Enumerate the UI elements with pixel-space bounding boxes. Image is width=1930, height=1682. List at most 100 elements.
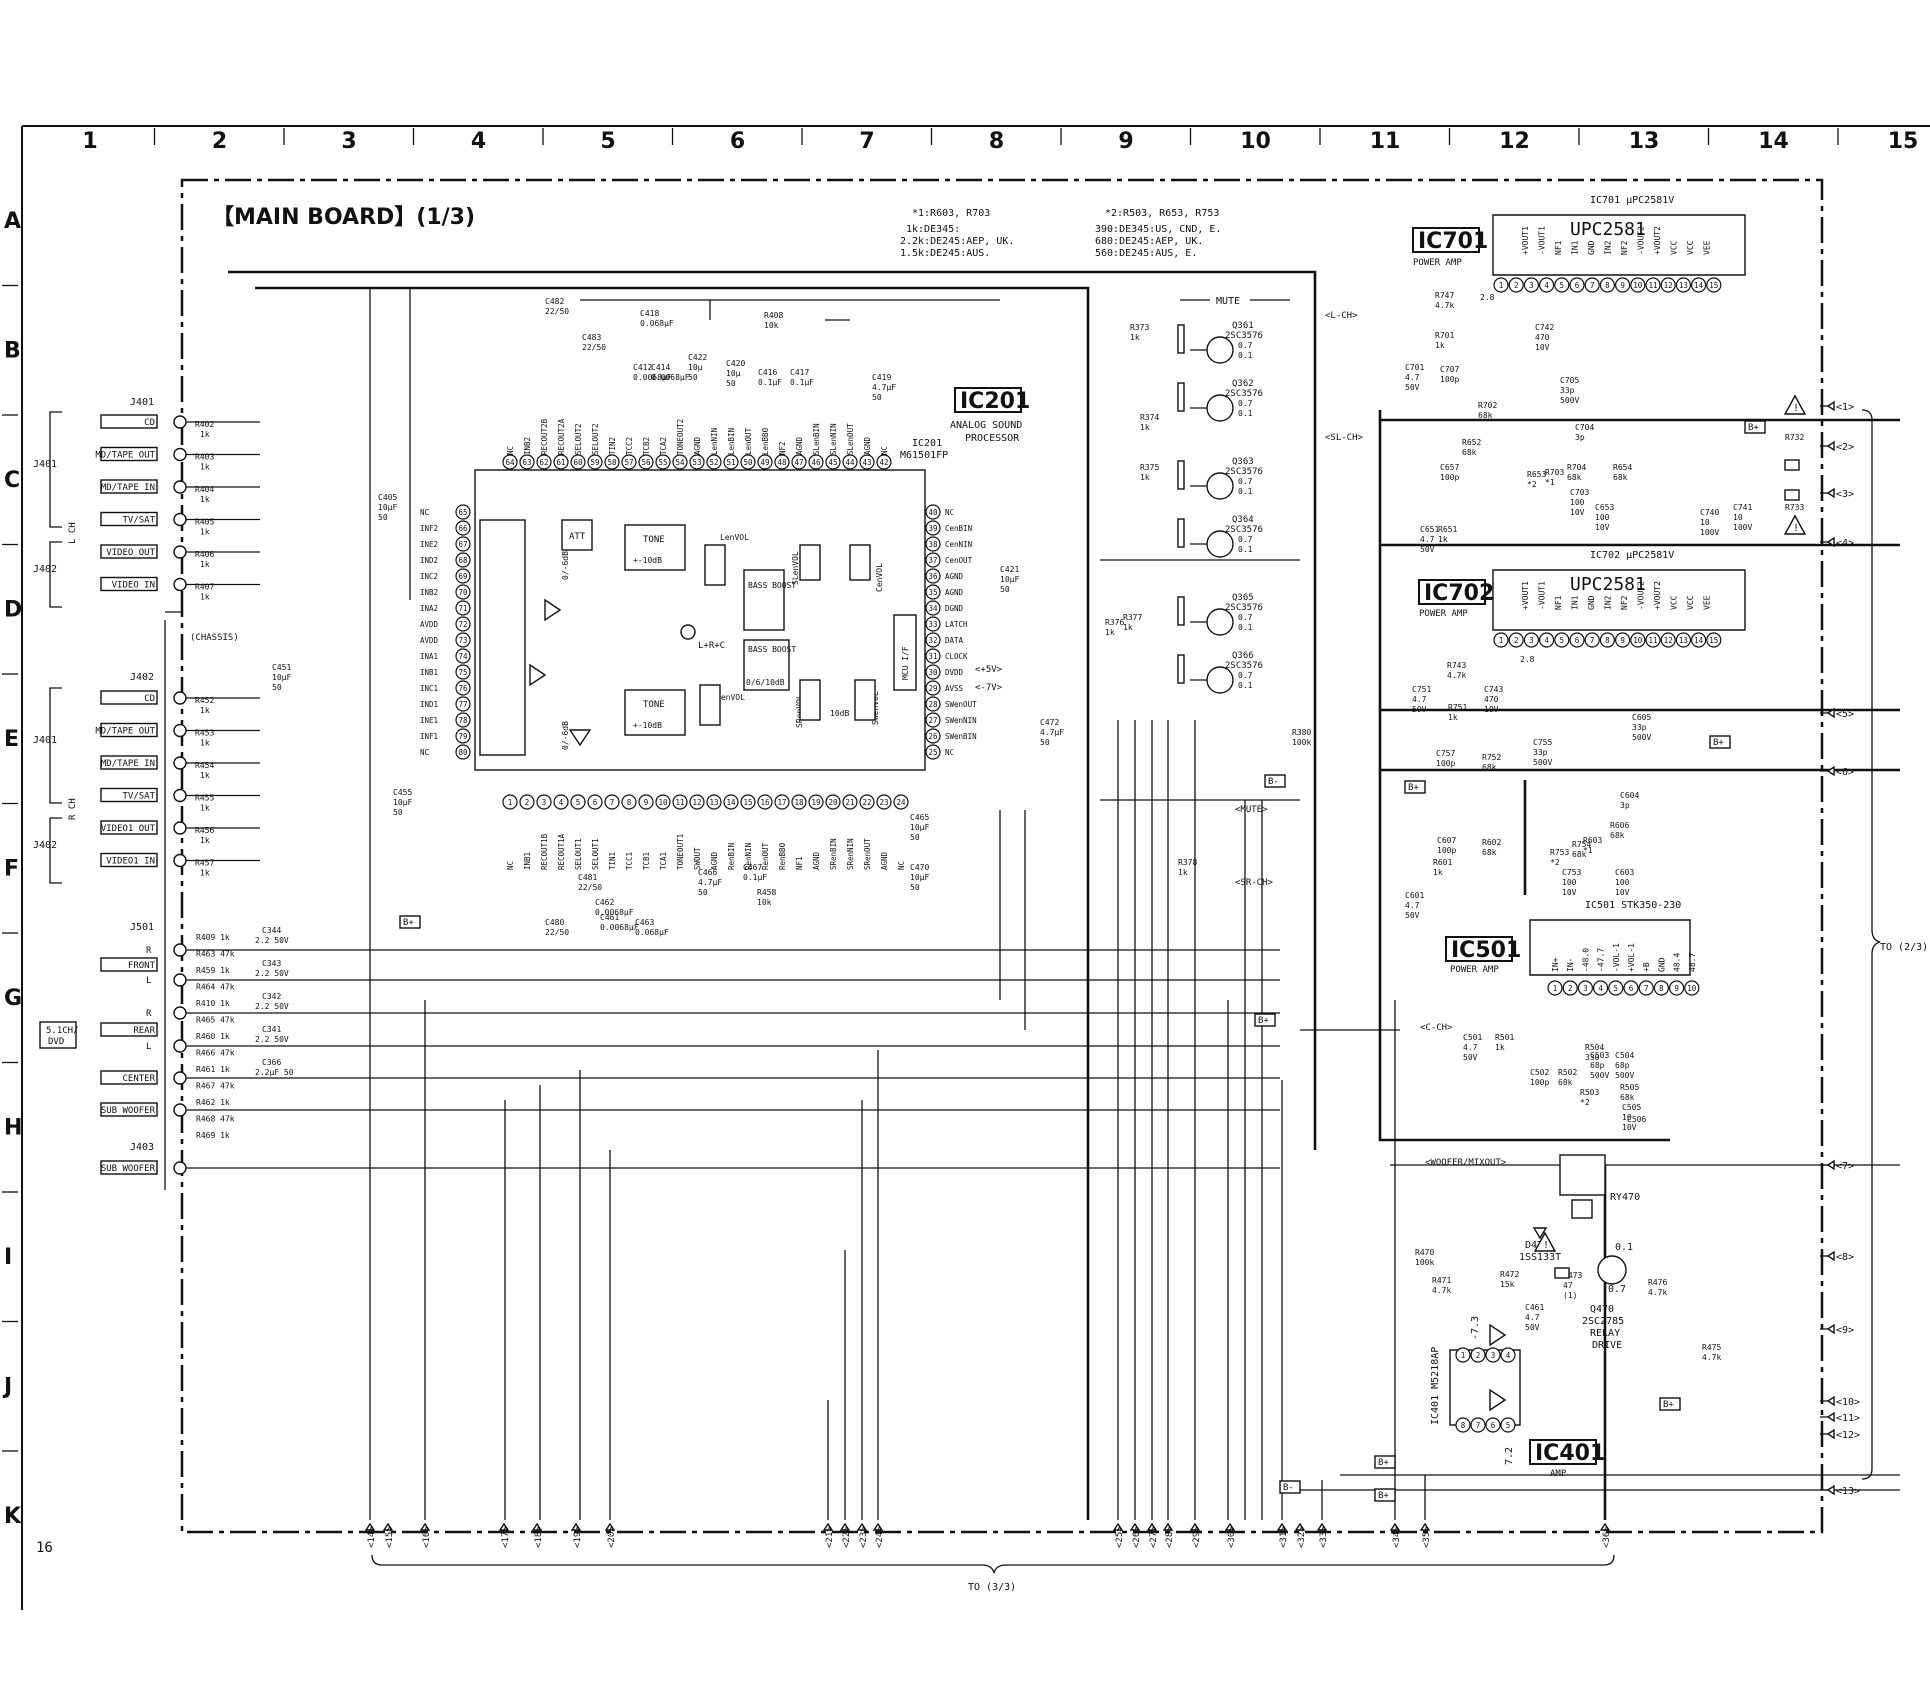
power-part: 50V	[1412, 705, 1427, 714]
ic201-pin-number: 10	[658, 798, 668, 807]
ic702-label: IC702	[1424, 581, 1494, 606]
power-part: R603	[1583, 836, 1602, 845]
ic201-pin-number: 57	[624, 458, 633, 467]
power-part: 10	[1700, 518, 1710, 527]
srenvol-res	[799, 679, 821, 721]
arrow-icon	[604, 1522, 616, 1531]
ic201-pin-name: NC	[945, 748, 954, 757]
transistor-volt: 0.7	[1238, 671, 1253, 680]
ic201-pin-number: 14	[726, 798, 736, 807]
power-part: C657	[1440, 463, 1459, 472]
att-label: ATT	[569, 532, 586, 542]
arrow-icon	[1826, 765, 1835, 777]
ic201-pin-name: SLenOUT	[846, 423, 855, 455]
power-part: C704	[1575, 423, 1594, 432]
part-mid: 50	[910, 833, 920, 842]
ic201-pin	[925, 712, 941, 728]
grid-row-H: H	[4, 1116, 22, 1141]
pa-pin	[1706, 277, 1722, 293]
part-mid: 0.1µF	[743, 873, 767, 882]
ic201-pin-number: 44	[845, 458, 855, 467]
arrow-icon	[1162, 1522, 1174, 1531]
power-part: R502	[1558, 1068, 1577, 1077]
ic201-pin-name: SLenNIN	[829, 423, 838, 455]
ic201-pin	[825, 794, 841, 810]
pa-pin	[1584, 632, 1600, 648]
pa-pin-number: 5	[1560, 281, 1565, 290]
ic201-pin	[757, 454, 773, 470]
ic201-pin-number: 60	[573, 458, 583, 467]
svg-text:680:DE245:AEP, UK.: 680:DE245:AEP, UK.	[1095, 236, 1203, 247]
ic201-pin	[925, 616, 941, 632]
power-part: C653	[1595, 503, 1614, 512]
ic201-pin	[455, 520, 471, 536]
ic201-pin	[808, 454, 824, 470]
surround-resistor: R459 1k	[196, 966, 230, 975]
q470-driver: 0.1 0.7 Q470 2SC2785 RELAY DRIVE D470 1S…	[1519, 1227, 1633, 1351]
power-part: 68k	[1462, 448, 1477, 457]
arrow-icon	[1826, 1411, 1835, 1423]
bass-boost-upper-block	[743, 569, 785, 631]
grid-col-4: 4	[471, 129, 486, 154]
ic201-pin-number: 16	[760, 798, 770, 807]
grid-row-K: K	[4, 1504, 22, 1529]
arrow-icon	[1826, 1250, 1835, 1262]
arrow-icon	[1826, 1484, 1835, 1496]
ic201-pin	[455, 552, 471, 568]
ic201-pin	[859, 794, 875, 810]
ic401-pin-number: 8	[1461, 1421, 1466, 1430]
power-part: 330	[1585, 1053, 1600, 1062]
rail-label: B+	[1378, 1491, 1389, 1501]
bottom-connector: <19>	[573, 1526, 583, 1548]
surround-group-box	[39, 1021, 77, 1049]
ic201-pin-name: TIN2	[608, 437, 617, 455]
ic201-pin-name: NC	[945, 508, 954, 517]
power-part: 500V	[1632, 733, 1651, 742]
ic201-pin-number: 46	[811, 458, 821, 467]
pa-pin-number: 9	[1620, 281, 1625, 290]
pa-pin-number: 13	[1679, 281, 1688, 290]
pa-pin-name: -VOUT2	[1637, 581, 1646, 610]
rca-jack-icon	[173, 853, 187, 868]
ic201-pin	[791, 454, 807, 470]
ic201-pin-name: LATCH	[945, 620, 968, 629]
rca-jack-icon	[173, 788, 187, 803]
power-part: C604	[1620, 791, 1639, 800]
transistor-ref: Q362	[1232, 379, 1254, 389]
ic201-pin-number: 38	[928, 540, 938, 549]
lch-resistor-value: 1k	[200, 463, 210, 472]
rca-jack-icon	[173, 756, 187, 770]
part-mid: 50	[1040, 738, 1050, 747]
buffer-lower	[529, 663, 547, 687]
lch-resistor-value: 1k	[200, 593, 210, 602]
pa-pin-number: 7	[1590, 636, 1595, 645]
power-part: C741	[1733, 503, 1752, 512]
rch-jack-label: TV/SAT	[122, 792, 155, 802]
ic201-pin	[740, 794, 756, 810]
pa-pin-number: 14	[1694, 281, 1704, 290]
ic201-pin-number: 73	[458, 636, 467, 645]
transistor-volt: 0.7	[1238, 535, 1253, 544]
j501-label: J501	[130, 922, 154, 933]
pa-pin	[1690, 277, 1707, 293]
grid-col-8: 8	[989, 129, 1004, 154]
power-part: 33p	[1632, 723, 1647, 732]
ic201-pin	[536, 794, 552, 810]
supply-rail-tags: B+B-B+B+B+B+B+B+B-B+	[399, 420, 1766, 1502]
ic201-pin	[621, 794, 637, 810]
signal-tag: <SL-CH>	[1325, 433, 1364, 443]
power-part: C506	[1627, 1115, 1646, 1124]
ic201-pin-name: RenBBO	[778, 842, 787, 870]
transistor-volt: 0.7	[1238, 399, 1253, 408]
warning-triangle-icon	[1783, 394, 1807, 415]
rail-tag	[1264, 774, 1286, 788]
ic201-pin-name: INF2	[420, 524, 438, 533]
ic201-pin-name: SELOUT1	[591, 838, 600, 870]
rca-jack-icon	[173, 512, 187, 527]
pa-pin	[1690, 632, 1707, 648]
part-top: 0.0068µF	[651, 373, 690, 382]
ic201-pin-number: 18	[794, 798, 804, 807]
ic501-pin-name: IN+	[1551, 957, 1560, 972]
